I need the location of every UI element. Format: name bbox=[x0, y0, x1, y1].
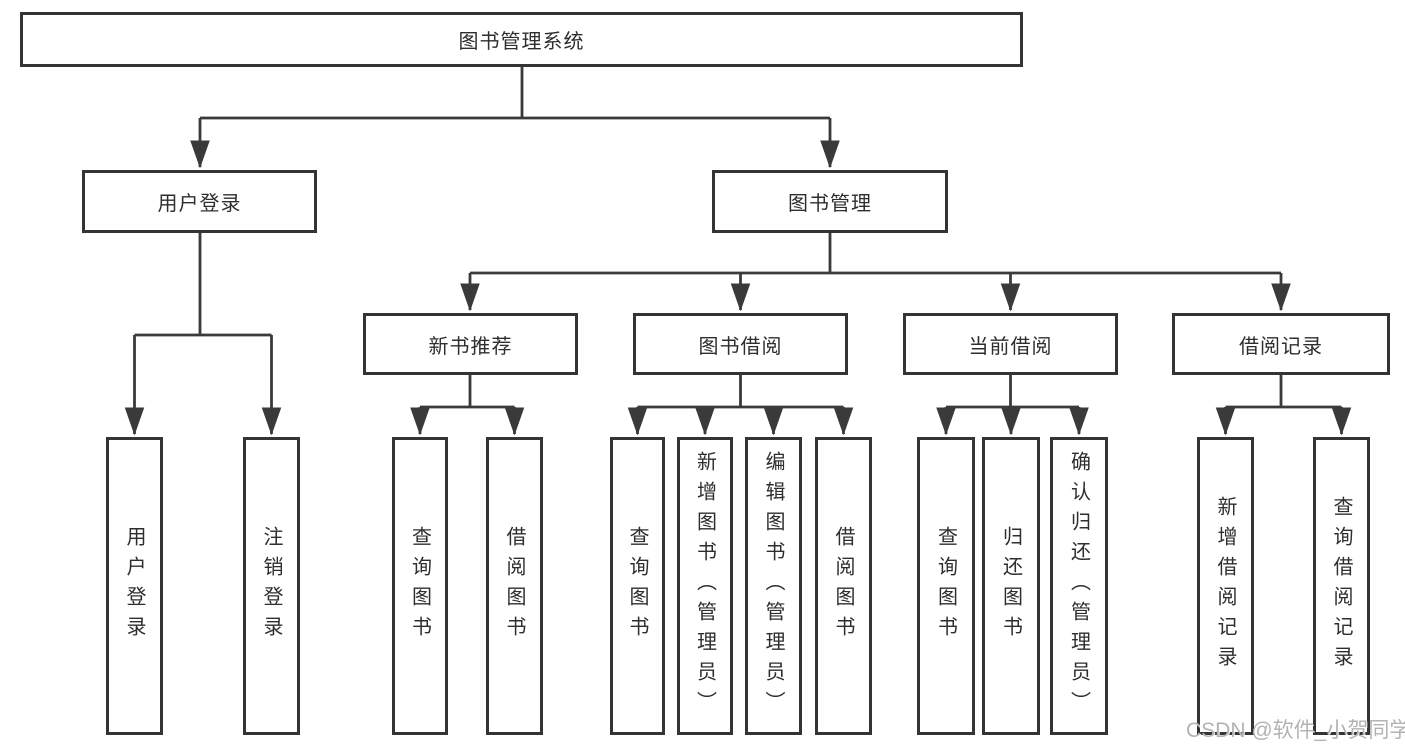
leaf-br-query-record-label: 查询借阅记录 bbox=[1330, 496, 1352, 676]
leaf-br-query-record: 查询借阅记录 bbox=[1313, 437, 1370, 735]
watermark: CSDN @软件_小贺同学 bbox=[1186, 719, 1405, 742]
leaf-nbr-borrow-book: 借阅图书 bbox=[486, 437, 543, 735]
leaf-br-add-record: 新增借阅记录 bbox=[1197, 437, 1254, 735]
node-book-borrow-label: 图书借阅 bbox=[698, 335, 783, 358]
leaf-bb-edit-book-admin: 编辑图书（管理员） bbox=[745, 437, 802, 735]
leaf-bb-borrow-book: 借阅图书 bbox=[815, 437, 872, 735]
connector-trunks bbox=[134, 67, 1342, 409]
node-new-book-recommend: 新书推荐 bbox=[363, 313, 578, 375]
leaf-br-add-record-label: 新增借阅记录 bbox=[1214, 496, 1236, 676]
leaf-cb-query-book: 查询图书 bbox=[917, 437, 975, 735]
leaf-logout-label: 注销登录 bbox=[260, 526, 282, 646]
node-borrow-record: 借阅记录 bbox=[1172, 313, 1390, 375]
node-root-label: 图书管理系统 bbox=[458, 31, 585, 53]
leaf-nbr-query-book: 查询图书 bbox=[392, 437, 448, 735]
node-borrow-record-label: 借阅记录 bbox=[1239, 335, 1323, 358]
node-user-login-label: 用户登录 bbox=[157, 193, 242, 215]
node-current-borrow: 当前借阅 bbox=[903, 313, 1118, 375]
leaf-bb-edit-book-admin-label: 编辑图书（管理员） bbox=[762, 451, 784, 721]
leaf-bb-query-book-label: 查询图书 bbox=[626, 526, 648, 646]
leaf-cb-query-book-label: 查询图书 bbox=[934, 526, 957, 646]
leaf-bb-borrow-book-label: 借阅图书 bbox=[832, 526, 854, 646]
node-new-book-recommend-label: 新书推荐 bbox=[428, 335, 513, 358]
node-root: 图书管理系统 bbox=[20, 12, 1023, 67]
leaf-cb-confirm-return-admin-label: 确认归还（管理员） bbox=[1067, 451, 1090, 721]
leaf-nbr-query-book-label: 查询图书 bbox=[408, 526, 431, 646]
leaf-bb-add-book-admin: 新增图书（管理员） bbox=[677, 437, 733, 735]
leaf-cb-return-book: 归还图书 bbox=[982, 437, 1040, 735]
leaf-logout: 注销登录 bbox=[243, 437, 300, 735]
leaf-user-login-label: 用户登录 bbox=[123, 526, 145, 646]
node-book-management-label: 图书管理 bbox=[788, 193, 872, 215]
leaf-cb-return-book-label: 归还图书 bbox=[999, 526, 1022, 646]
leaf-bb-query-book: 查询图书 bbox=[610, 437, 665, 735]
node-book-borrow: 图书借阅 bbox=[633, 313, 848, 375]
leaf-cb-confirm-return-admin: 确认归还（管理员） bbox=[1050, 437, 1108, 735]
node-book-management: 图书管理 bbox=[712, 170, 948, 233]
leaf-bb-add-book-admin-label: 新增图书（管理员） bbox=[693, 451, 716, 721]
leaf-user-login: 用户登录 bbox=[106, 437, 163, 735]
node-user-login: 用户登录 bbox=[82, 170, 317, 233]
node-current-borrow-label: 当前借阅 bbox=[968, 335, 1053, 358]
leaf-nbr-borrow-book-label: 借阅图书 bbox=[503, 526, 525, 646]
